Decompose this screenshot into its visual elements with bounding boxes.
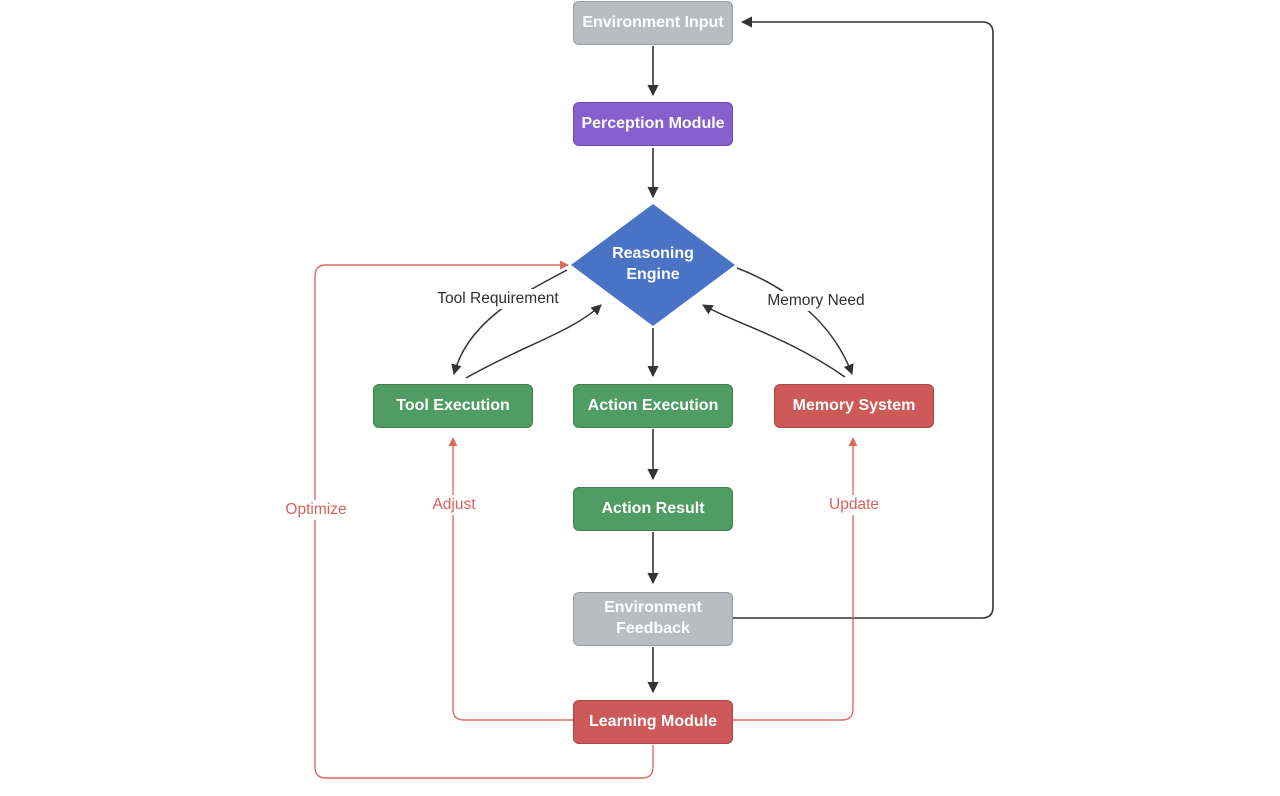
edge-feedback-to-input-loop xyxy=(733,16,994,619)
node-tool-execution: Tool Execution xyxy=(373,384,533,428)
edge-label-tool-requirement: Tool Requirement xyxy=(432,289,564,309)
edge-reasoning-to-tool xyxy=(451,269,568,376)
node-learning-module: Learning Module xyxy=(573,700,733,744)
node-memory-system: Memory System xyxy=(774,384,934,428)
node-action-result: Action Result xyxy=(573,487,733,531)
node-label: Environment Input xyxy=(582,13,724,31)
edge-label-update: Update xyxy=(824,495,884,515)
edge-learning-to-tool-adjust xyxy=(448,437,573,721)
node-label: Reasoning Engine xyxy=(612,245,694,283)
node-label: Learning Module xyxy=(589,712,717,730)
node-label: Tool Execution xyxy=(396,396,510,414)
node-label: Action Result xyxy=(601,499,705,517)
edge-label-memory-need: Memory Need xyxy=(762,291,870,311)
node-environment-input: Environment Input xyxy=(573,1,733,45)
node-label: Action Execution xyxy=(587,396,719,414)
edge-label-optimize: Optimize xyxy=(280,500,352,520)
node-perception-module: Perception Module xyxy=(573,102,733,146)
node-label: Memory System xyxy=(792,396,916,414)
edge-tool-to-reasoning xyxy=(465,304,602,379)
node-environment-feedback: Environment Feedback xyxy=(573,592,733,646)
edge-learning-to-reasoning-optimize xyxy=(314,260,654,779)
edge-label-adjust: Adjust xyxy=(427,495,481,515)
edge-reasoning-to-memory xyxy=(736,267,854,375)
node-action-execution: Action Execution xyxy=(573,384,733,428)
edge-learning-to-memory-update xyxy=(733,437,858,721)
edge-memory-to-reasoning xyxy=(702,304,846,378)
node-label: Environment Feedback xyxy=(604,599,702,637)
node-label: Perception Module xyxy=(581,114,725,132)
